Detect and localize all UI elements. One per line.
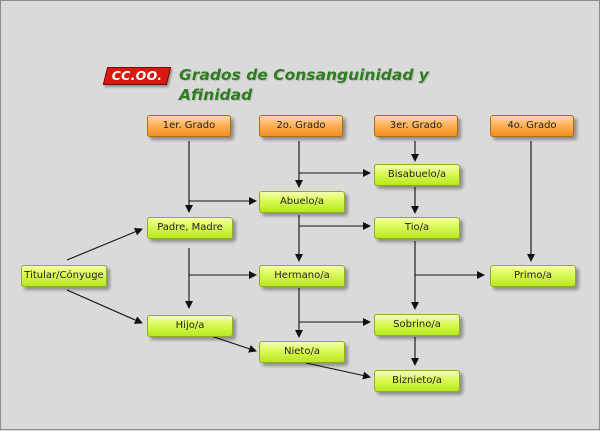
node-sobrino: Sobrino/a bbox=[374, 314, 460, 336]
node-padre-madre: Padre, Madre bbox=[147, 217, 233, 239]
node-abuelo: Abuelo/a bbox=[259, 191, 345, 213]
node-bisabuelo: Bisabuelo/a bbox=[374, 164, 460, 186]
ccoo-logo: CC.OO. bbox=[102, 67, 172, 85]
node-nieto: Nieto/a bbox=[259, 341, 345, 363]
grade-header-2: 2o. Grado bbox=[259, 115, 343, 137]
logo-text: CC.OO. bbox=[111, 68, 163, 83]
arrow-nieto-to-biznieto bbox=[305, 362, 371, 380]
node-hermano: Hermano/a bbox=[259, 265, 345, 287]
grade-header-3: 3er. Grado bbox=[374, 115, 458, 137]
grade-header-1: 1er. Grado bbox=[147, 115, 231, 137]
arrow-hijo-to-nieto bbox=[210, 335, 257, 353]
arrow-titular-to-padre bbox=[66, 227, 143, 261]
node-hijo: Hijo/a bbox=[147, 315, 233, 337]
node-primo: Primo/a bbox=[490, 265, 576, 287]
arrow-titular-to-hijo bbox=[66, 289, 143, 324]
node-tio: Tio/a bbox=[374, 217, 460, 239]
grade-header-4: 4o. Grado bbox=[490, 115, 574, 137]
node-biznieto: Biznieto/a bbox=[374, 370, 460, 392]
page-title: Grados de Consanguinidad y Afinidad bbox=[179, 66, 429, 104]
node-titular: Titular/Cónyuge bbox=[21, 265, 107, 287]
